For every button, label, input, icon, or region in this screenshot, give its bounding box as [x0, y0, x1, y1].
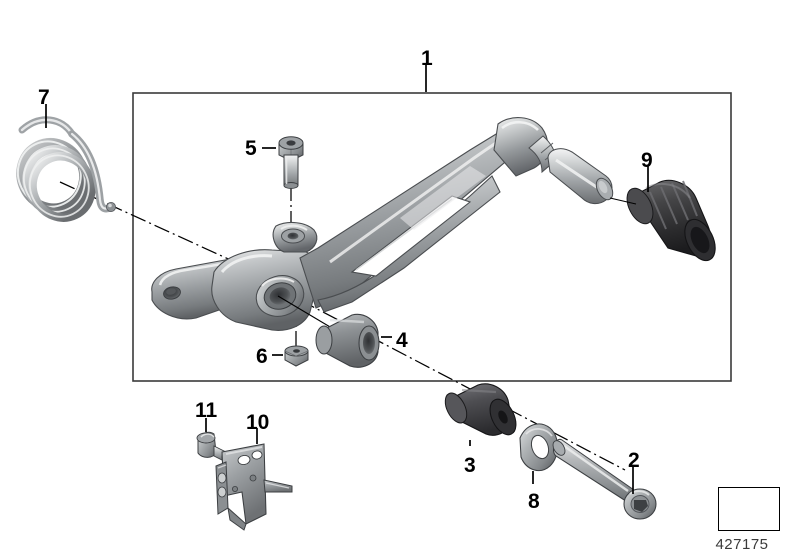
part-9-rubber-grip-pad [626, 179, 716, 262]
part-8-washer [519, 423, 559, 472]
orientation-icon-box [718, 487, 780, 531]
callout-label-9: 9 [641, 149, 653, 172]
part-4-pivot-sleeve [315, 313, 380, 368]
callout-label-3: 3 [464, 454, 476, 477]
part-1-brake-pedal-lever [151, 117, 614, 331]
callout-label-4: 4 [396, 329, 408, 352]
part-7-return-spring [16, 116, 117, 222]
part-10-mounting-bracket [215, 443, 293, 531]
part-5-hex-socket-screw [278, 136, 304, 189]
callout-label-7: 7 [38, 86, 50, 109]
callout-label-10: 10 [246, 411, 270, 434]
callout-label-8: 8 [528, 490, 540, 513]
callout-label-2: 2 [628, 449, 640, 472]
callout-label-11: 11 [195, 399, 218, 422]
assembly-boundary-box [132, 92, 732, 382]
diagram-id-number: 427175 [715, 536, 769, 553]
callout-label-5: 5 [245, 137, 257, 160]
callout-label-1: 1 [421, 47, 433, 70]
callout-label-6: 6 [256, 345, 268, 368]
part-2-socket-head-bolt [552, 438, 657, 520]
part-3-rubber-bushing [444, 383, 517, 436]
part-6-hex-nut [284, 345, 309, 367]
pointer-peg-to-grip [609, 197, 637, 205]
